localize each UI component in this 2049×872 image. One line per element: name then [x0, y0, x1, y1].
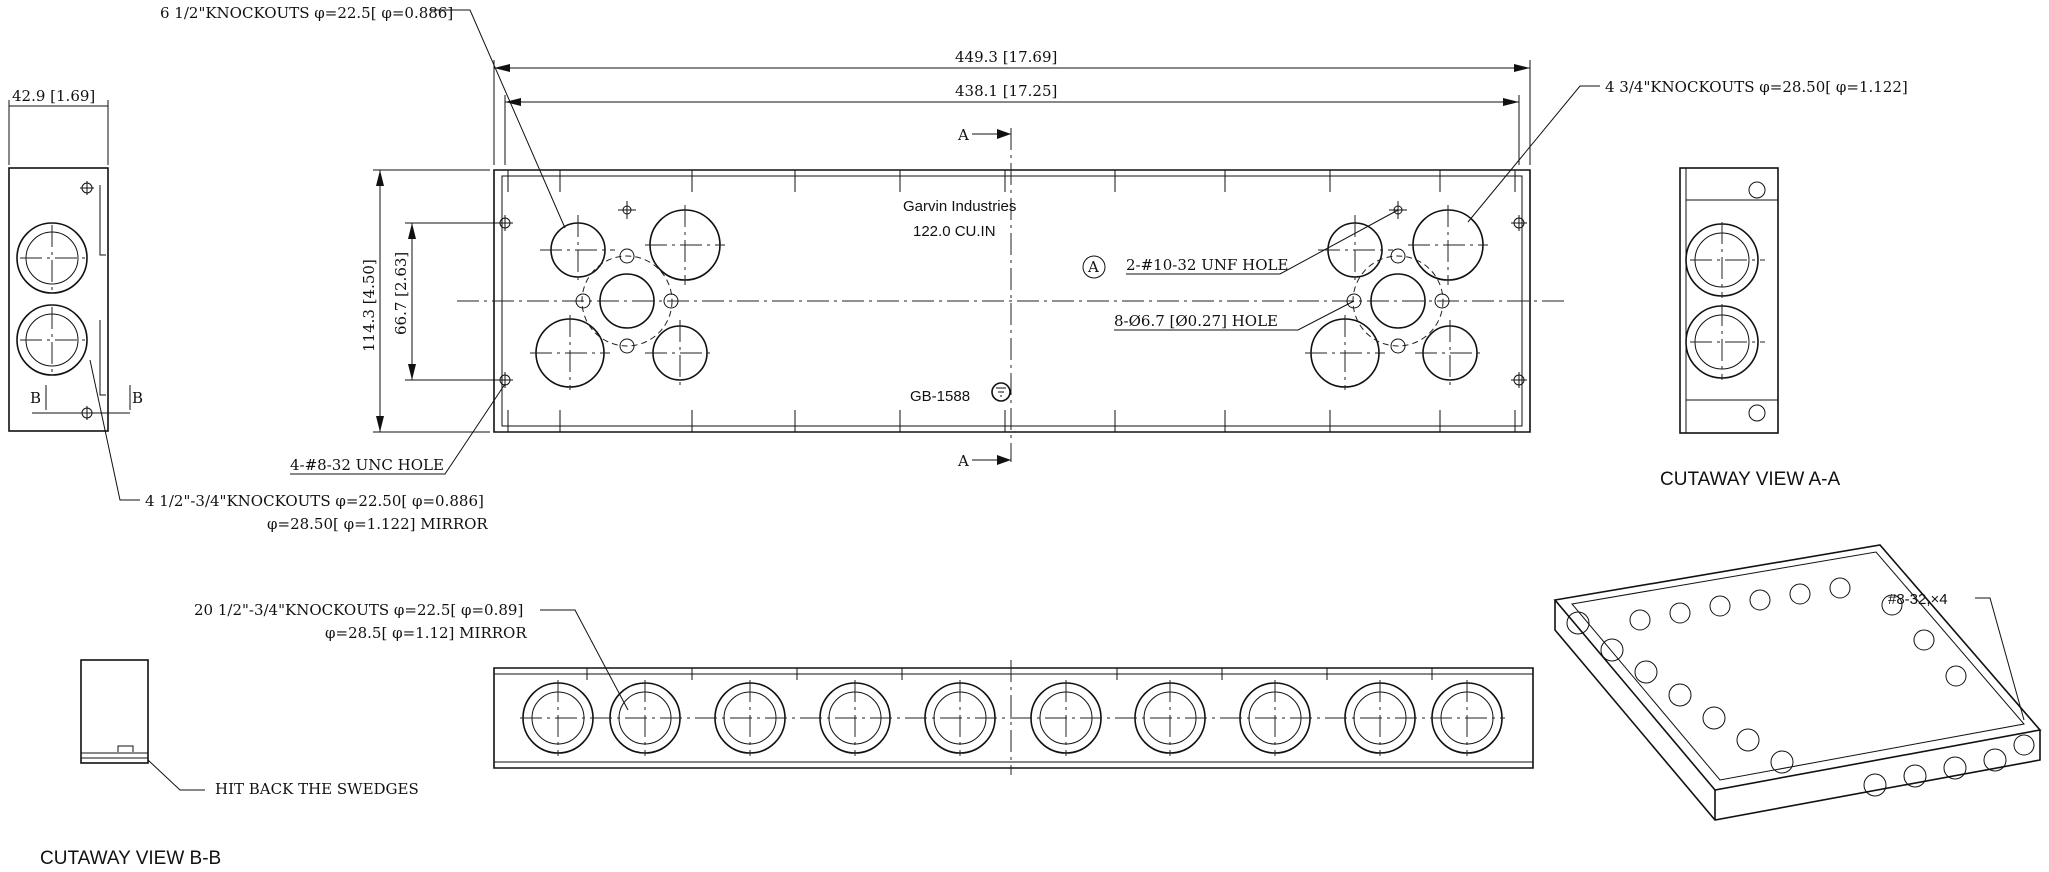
section-b-label-left: B [30, 389, 41, 407]
side-knockout-callout-line1: 4 1/2"-3/4"KNOCKOUTS φ=22.50[ φ=0.886] [145, 492, 484, 510]
hole-spacing-dimension: 66.7 [2.63] [392, 252, 410, 335]
brand-mark: Garvin Industries [903, 198, 1016, 215]
right-knockout-cluster [1305, 201, 1527, 390]
part-number-mark: GB-1588 [910, 388, 970, 405]
cutaway-a-a-title: CUTAWAY VIEW A-A [1660, 469, 1840, 490]
top-right-knockout-callout: 4 3/4"KNOCKOUTS φ=28.50[ φ=1.122] [1605, 78, 1908, 96]
cutaway-view-a-a: CUTAWAY VIEW A-A [1660, 167, 1840, 490]
callouts: 6 1/2"KNOCKOUTS φ=22.5[ φ=0.886] 4 3/4"K… [89, 4, 1908, 711]
datum-a-label: A [1087, 258, 1099, 276]
front-knockouts [520, 680, 1505, 756]
section-b-label-right: B [132, 389, 143, 407]
unc-hole-callout: 4-#8-32 UNC HOLE [290, 456, 444, 474]
top-left-knockout-callout: 6 1/2"KNOCKOUTS φ=22.5[ φ=0.886] [160, 4, 453, 22]
plan-view: Garvin Industries 122.0 CU.IN GB-1588 A … [360, 48, 1565, 470]
front-view [493, 660, 1534, 775]
height-dimension: 114.3 [4.50] [360, 259, 378, 352]
small-hole-callout: 8-Ø6.7 [Ø0.27] HOLE [1114, 312, 1278, 330]
front-knockout-callout-line1: 20 1/2"-3/4"KNOCKOUTS φ=22.5[ φ=0.89] [194, 601, 523, 619]
plan-top-slots [507, 170, 1516, 432]
left-knockout-cluster [497, 201, 725, 390]
section-a-label-top: A [957, 126, 969, 144]
swedges-callout: HIT BACK THE SWEDGES [215, 780, 419, 798]
ground-symbol-icon [991, 382, 1011, 402]
cutaway-view-b-b: HIT BACK THE SWEDGES CUTAWAY VIEW B-B [40, 659, 419, 869]
section-a-label-bottom: A [957, 452, 969, 470]
isometric-view: #8-32,×4 [1553, 544, 2042, 821]
datum-a-circle [1082, 255, 1106, 279]
inner-length-dimension: 438.1 [17.25] [955, 82, 1057, 100]
iso-screw-callout: #8-32,×4 [1888, 591, 1948, 608]
cutaway-b-b-title: CUTAWAY VIEW B-B [40, 848, 221, 869]
volume-mark: 122.0 CU.IN [913, 223, 996, 240]
front-knockout-callout-line2: φ=28.5[ φ=1.12] MIRROR [325, 624, 527, 642]
side-knockout-callout-line2: φ=28.50[ φ=1.122] MIRROR [267, 515, 488, 533]
overall-length-dimension: 449.3 [17.69] [955, 48, 1057, 66]
left-side-view: B B 42.9 [1.69] [8, 87, 143, 432]
unf-hole-callout: 2-#10-32 UNF HOLE [1126, 256, 1288, 274]
side-depth-dimension: 42.9 [1.69] [12, 87, 95, 105]
isometric-knockouts [1566, 577, 2035, 797]
